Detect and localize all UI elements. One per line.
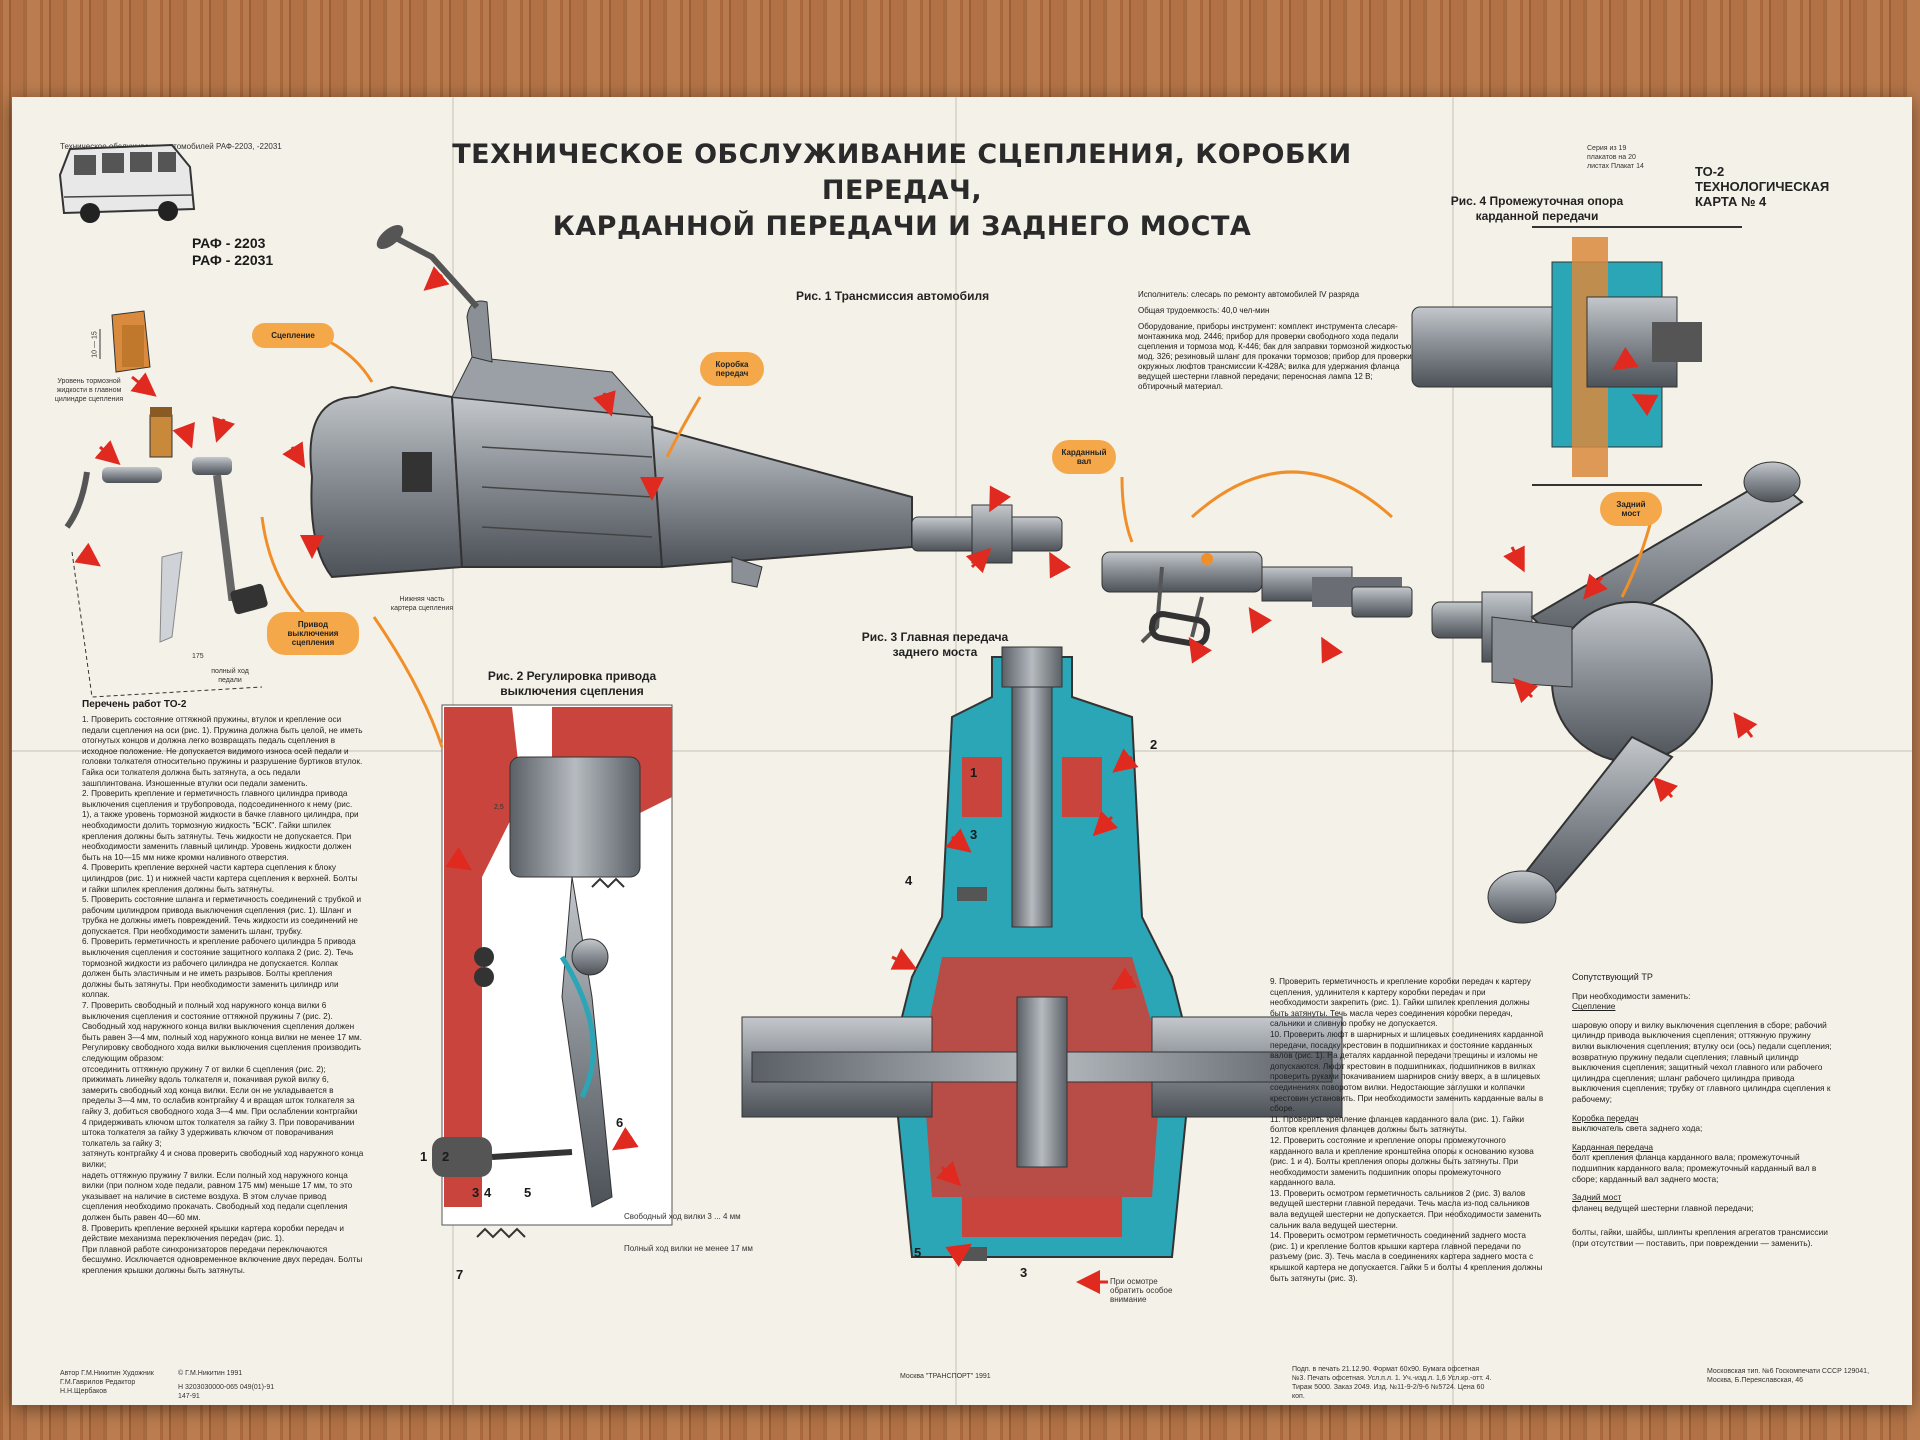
series-note: Серия из 19 плакатов на 20 листах Плакат… — [1587, 145, 1644, 170]
fig4-caption-line-1: Рис. 4 Промежуточная опора — [1450, 194, 1624, 208]
clutch-pedal-assembly — [64, 407, 268, 698]
related-heading: Сопутствующий ТР — [1572, 972, 1653, 982]
related-clutch-text: шаровую опору и вилку выключения сцеплен… — [1572, 1019, 1832, 1104]
callout-release-drive: Привод выключения сцепления — [267, 612, 359, 655]
fig2-caption: Рис. 2 Регулировка привода выключения сц… — [452, 669, 692, 699]
card-line-1: ТО-2 — [1695, 164, 1725, 179]
footer-copyright: © Г.М.Никитин 1991 — [178, 1370, 243, 1377]
label-brake-level: Уровень тормозной жидкости в главном цил… — [54, 378, 124, 403]
fig2-num-2: 2 — [442, 1149, 450, 1164]
related-repair: Сопутствующий ТР При необходимости замен… — [1572, 972, 1832, 1248]
label-dim-2-5: 2,5 — [494, 804, 504, 811]
related-fasteners-text: болты, гайки, шайбы, шплинты крепления а… — [1572, 1227, 1828, 1248]
fig3-num-2: 2 — [1150, 737, 1158, 752]
fig3-caption: Рис. 3 Главная передача заднего моста — [850, 630, 1020, 660]
related-clutch-title: Сцепление — [1572, 1001, 1616, 1012]
executor-info: Исполнитель: слесарь по ремонту автомоби… — [1138, 290, 1418, 392]
related-cardan-text: болт крепления фланца карданного вала; п… — [1572, 1152, 1817, 1184]
related-gearbox-title: Коробка передач — [1572, 1112, 1639, 1123]
fig4-caption-line-2: карданной передачи — [1475, 209, 1599, 223]
fig3-num-1: 1 — [970, 765, 978, 780]
clutch-release-section — [432, 704, 673, 1239]
related-axle-text: фланец ведущей шестерни главной передачи… — [1572, 1202, 1754, 1213]
executor-line: Исполнитель: слесарь по ремонту автомоби… — [1138, 290, 1360, 299]
driveshaft-assembly — [911, 470, 1533, 663]
fig2-num-3: 3 — [472, 1185, 480, 1200]
card-line-3: КАРТА № 4 — [1695, 194, 1767, 209]
fig3-num-3b: 3 — [1020, 1265, 1028, 1280]
rear-axle-assembly — [1487, 461, 1804, 924]
footer-print-info: Подп. в печать 21.12.90. Формат 60х90. Б… — [1292, 1366, 1492, 1400]
footer-publisher: Москва "ТРАНСПОРТ" 1991 — [900, 1373, 991, 1380]
gearbox-assembly — [309, 225, 913, 588]
related-cardan-title: Карданная передача — [1572, 1141, 1654, 1152]
fig3-num-3: 3 — [970, 827, 978, 842]
fig2-caption-line-1: Рис. 2 Регулировка привода — [487, 669, 657, 683]
footer-authors: Автор Г.М.Никитин Художник Г.М.Гаврилов … — [60, 1370, 154, 1395]
fig2-num-6: 6 — [616, 1115, 624, 1130]
labor-line: Общая трудоемкость: 40,0 чел-мин — [1138, 306, 1270, 315]
fig2-num-1: 1 — [420, 1149, 428, 1164]
footer-factory: Московская тип. №6 Госкомпечати СССР 129… — [1707, 1368, 1870, 1384]
label-dim-10-15: 10 — 15 — [91, 331, 99, 358]
diagram-canvas — [58, 143, 1804, 1294]
fig4-caption: Рис. 4 Промежуточная опора карданной пер… — [1422, 194, 1652, 224]
label-lower-case: Нижняя часть картера сцепления — [390, 596, 454, 612]
worklist-continuation: 9. Проверить герметичность и крепление к… — [1270, 977, 1544, 1283]
callout-driveshaft: Карданный вал — [1052, 440, 1116, 474]
card-line-2: ТЕХНОЛОГИЧЕСКАЯ — [1695, 179, 1830, 194]
fig2-num-7: 7 — [456, 1267, 464, 1282]
callout-clutch: Сцепление — [252, 323, 334, 348]
label-full-travel: полный ход педали — [211, 668, 249, 684]
worklist-heading: Перечень работ ТО-2 — [82, 699, 187, 710]
van-icon — [58, 143, 196, 223]
model-2: РАФ - 22031 — [192, 252, 274, 268]
label-free-play: Свободный ход вилки 3 ... 4 мм — [624, 1212, 741, 1221]
fig3-num-5: 5 — [914, 1245, 922, 1260]
fig2-num-4: 4 — [484, 1185, 492, 1200]
tech-card: ТО-2 ТЕХНОЛОГИЧЕСКАЯ КАРТА № 4 — [1695, 164, 1829, 209]
related-axle-title: Задний мост — [1572, 1192, 1622, 1203]
fig1-caption: Рис. 1 Трансмиссия автомобиля — [796, 289, 990, 303]
poster: Техническое обслуживание автомобилей РАФ… — [12, 97, 1912, 1405]
equipment-line: Оборудование, приборы инструмент: компле… — [1138, 322, 1412, 391]
attention-arrows — [74, 266, 1758, 1294]
legend-attention: При осмотре обратить особое внимание — [1110, 1277, 1173, 1304]
fig2-caption-line-2: выключения сцепления — [500, 684, 644, 698]
model-1: РАФ - 2203 — [192, 235, 266, 251]
footer-code: Н 3203030000-065 049(01)-91 147-91 — [178, 1384, 275, 1400]
fig2-num-5: 5 — [524, 1185, 532, 1200]
final-drive-section — [741, 646, 1343, 1261]
intermediate-support-section — [1411, 226, 1742, 486]
reservoir-detail — [99, 310, 151, 373]
title-line-1: ТЕХНИЧЕСКОЕ ОБСЛУЖИВАНИЕ СЦЕПЛЕНИЯ, КОРО… — [452, 139, 1352, 206]
label-full-play: Полный ход вилки не менее 17 мм — [624, 1244, 753, 1253]
page-title: ТЕХНИЧЕСКОЕ ОБСЛУЖИВАНИЕ СЦЕПЛЕНИЯ, КОРО… — [412, 137, 1392, 245]
title-line-2: КАРДАННОЙ ПЕРЕДАЧИ И ЗАДНЕГО МОСТА — [552, 211, 1252, 242]
related-gearbox-text: выключатель света заднего хода; — [1572, 1123, 1703, 1134]
model-labels: РАФ - 2203 РАФ - 22031 — [192, 235, 273, 269]
callout-rear-axle: Задний мост — [1600, 492, 1662, 526]
worklist-text: 1. Проверить состояние оттяжной пружины,… — [82, 715, 364, 1275]
fold-line-vertical-3 — [1452, 97, 1454, 1405]
callout-gearbox: Коробка передач — [700, 352, 764, 386]
fig3-caption-line-2: заднего моста — [892, 645, 978, 659]
fig3-num-4: 4 — [905, 873, 913, 888]
label-dim-175: 175 — [192, 653, 204, 660]
related-sub: При необходимости заменить: — [1572, 990, 1691, 1001]
fig3-caption-line-1: Рис. 3 Главная передача — [861, 630, 1009, 644]
